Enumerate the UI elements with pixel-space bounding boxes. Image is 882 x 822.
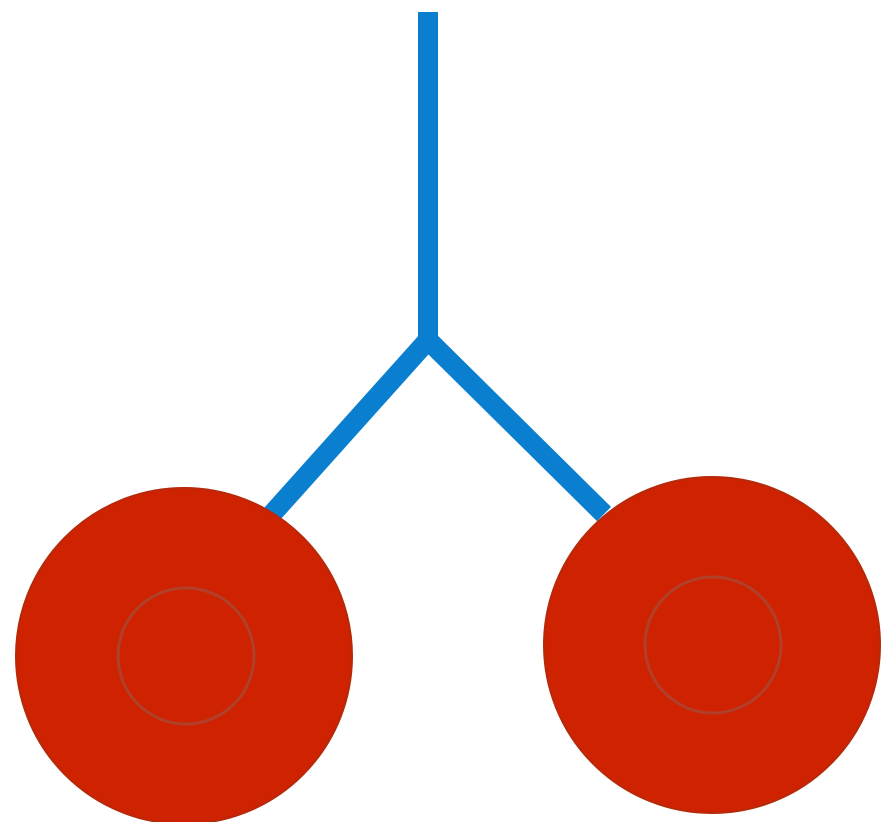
left-red-circle bbox=[16, 488, 352, 822]
right-red-circle bbox=[544, 477, 880, 813]
